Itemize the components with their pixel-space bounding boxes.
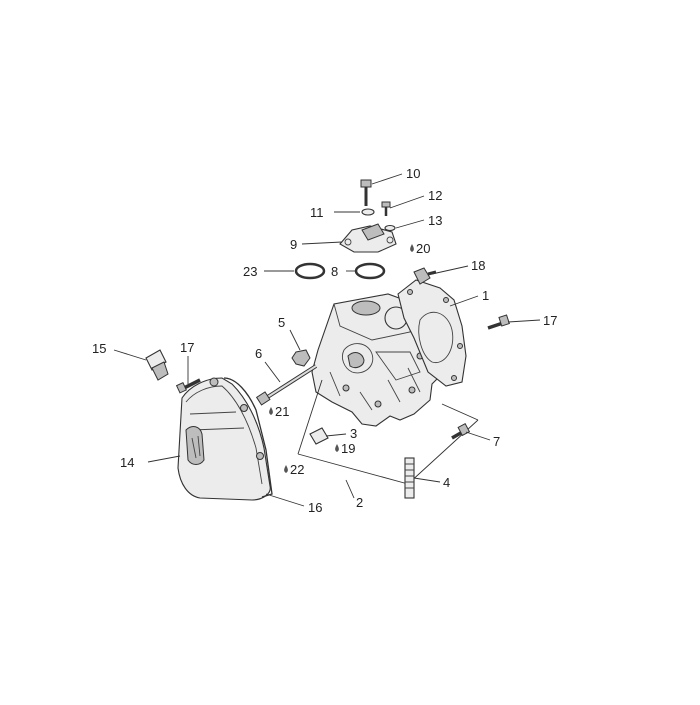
o-ring-small: [354, 262, 386, 280]
callout-2: 2: [356, 495, 363, 510]
nut: [291, 349, 311, 367]
head-bolt: [487, 314, 510, 330]
callout-7: 7: [493, 434, 500, 449]
callout-12: 12: [428, 188, 442, 203]
callout-4: 4: [443, 475, 450, 490]
callout-17-right: 17: [543, 313, 557, 328]
callout-23: 23: [243, 264, 257, 279]
cover-screw: [360, 179, 372, 206]
head-gasket: [397, 279, 467, 387]
cylinder-head-cover: [177, 377, 271, 501]
callout-17-left: 17: [180, 340, 194, 355]
callout-19: 19: [341, 441, 355, 456]
drop-icon: [335, 444, 339, 452]
stud: [404, 457, 415, 499]
callout-22: 22: [290, 462, 304, 477]
callout-labels: 1 2 3 4 5 6 7 8 9 10 11 12 13 14 15 16 1…: [92, 166, 557, 515]
o-ring-large: [294, 262, 326, 280]
callout-8: 8: [331, 264, 338, 279]
screw-12: [381, 201, 391, 216]
callout-18: 18: [471, 258, 485, 273]
cover-bolt: [175, 378, 201, 394]
callout-6: 6: [255, 346, 262, 361]
callout-1: 1: [482, 288, 489, 303]
temperature-sensor: [413, 267, 437, 285]
drop-icon: [284, 465, 288, 473]
drop-icon: [410, 244, 414, 252]
long-bolt: [255, 364, 318, 406]
cover-gasket: [223, 377, 273, 498]
callout-9: 9: [290, 237, 297, 252]
thermostat-cover: [339, 223, 397, 253]
callout-16: 16: [308, 500, 322, 515]
callout-21: 21: [275, 404, 289, 419]
callout-13: 13: [428, 213, 442, 228]
callout-5: 5: [278, 315, 285, 330]
callout-15: 15: [92, 341, 106, 356]
callout-11: 11: [310, 205, 324, 220]
callout-14: 14: [120, 455, 134, 470]
callout-20: 20: [416, 241, 430, 256]
washer-11: [361, 208, 375, 216]
drop-icon: [269, 407, 273, 415]
washer-13: [384, 224, 396, 232]
plug: [145, 349, 169, 381]
leader-lines: [113, 173, 541, 507]
callout-3: 3: [350, 426, 357, 441]
dowel: [309, 427, 329, 445]
callout-10: 10: [406, 166, 420, 181]
